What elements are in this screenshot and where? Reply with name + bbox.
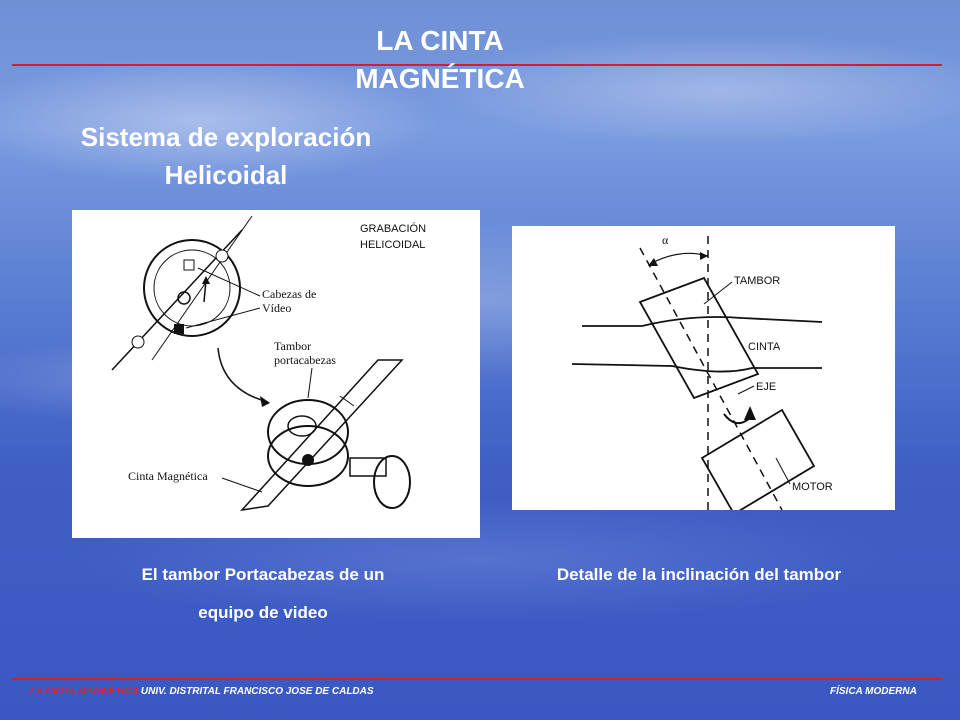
tape-perspective xyxy=(240,359,404,512)
label-cabezas-line1: Cabezas de xyxy=(262,287,316,301)
label-motor: MOTOR xyxy=(792,481,833,493)
left-caption: El tambor Portacabezas de un equipo de v… xyxy=(90,556,436,632)
leader-tambor xyxy=(307,367,313,399)
video-head-bottom xyxy=(174,324,184,334)
footer-university: UNIV. DISTRITAL FRANCISCO JOSE DE CALDAS xyxy=(140,686,374,697)
tape-line-top-b xyxy=(151,215,253,361)
label-cabezas-line2: Vídeo xyxy=(262,301,291,315)
motor-body xyxy=(373,455,411,509)
drum-perspective-hub xyxy=(287,415,317,437)
slide-title-line2: MAGNÉTICA xyxy=(355,63,525,94)
label-cinta: CINTA xyxy=(748,341,781,353)
diagram-header-line1: GRABACIÓN xyxy=(360,222,426,235)
left-caption-line2: equipo de video xyxy=(198,603,328,622)
label-cinta-magnetica: Cinta Magnética xyxy=(128,469,208,483)
left-caption-line1: El tambor Portacabezas de un xyxy=(141,565,385,584)
label-tambor: TAMBOR xyxy=(734,275,780,287)
inclined-axis xyxy=(639,247,783,510)
slide-title-line1: LA CINTA xyxy=(376,25,504,56)
helical-recording-diagram: GRABACIÓN HELICOIDAL Cabezas de Vídeo Ta… xyxy=(72,210,480,538)
rotation-arc-head xyxy=(744,406,756,420)
guide-roller-bottom xyxy=(131,335,145,349)
drum-inclination-diagram: α TAMBOR CINTA EJE MOTOR xyxy=(512,226,895,510)
top-red-rule xyxy=(12,64,942,66)
angle-arrow-left xyxy=(648,258,658,266)
leader-motor xyxy=(775,457,791,485)
transition-arrow xyxy=(217,347,269,403)
drum-inclination-drawing: α TAMBOR CINTA EJE MOTOR xyxy=(571,233,833,510)
drum-perspective-body xyxy=(267,425,349,487)
slide-subtitle: Sistema de exploración Helicoidal xyxy=(40,118,412,194)
drum-perspective-head xyxy=(302,454,314,466)
label-eje: EJE xyxy=(756,381,776,393)
diagram-header-line2: HELICOIDAL xyxy=(360,239,425,251)
video-head-top xyxy=(183,259,195,271)
drum-rectangle xyxy=(638,276,760,400)
leader-eje xyxy=(737,385,755,395)
tape-upper-edge xyxy=(582,316,823,327)
slide-subtitle-line1: Sistema de exploración xyxy=(80,122,372,152)
label-tambor-line2: portacabezas xyxy=(274,353,336,367)
helical-recording-drawing: GRABACIÓN HELICOIDAL Cabezas de Vídeo Ta… xyxy=(111,215,426,512)
label-tambor-line1: Tambor xyxy=(274,339,311,353)
leader-cabezas-bottom xyxy=(185,307,261,329)
leader-cinta xyxy=(221,477,263,493)
slide-subtitle-line2: Helicoidal xyxy=(164,160,288,190)
slide-title: LA CINTA MAGNÉTICA xyxy=(300,22,580,98)
footer-left: LA CINTA MAGNÉTICA UNIV. DISTRITAL FRANC… xyxy=(30,686,374,697)
right-caption: Detalle de la inclinación del tambor xyxy=(556,565,842,584)
angle-arc xyxy=(649,252,709,265)
footer-course: FÍSICA MODERNA xyxy=(830,686,917,697)
tape-guide-mark xyxy=(339,395,355,407)
footer-topic: LA CINTA MAGNÉTICA xyxy=(30,686,139,697)
rotation-arrowhead xyxy=(202,276,210,284)
leader-cabezas-top xyxy=(197,267,261,297)
drum-top-view xyxy=(143,239,241,337)
guide-roller-top xyxy=(215,249,229,263)
label-alpha: α xyxy=(662,233,669,247)
bottom-red-rule xyxy=(12,678,942,680)
tape-lower-edge xyxy=(571,363,822,373)
motor-rectangle xyxy=(700,408,816,510)
transition-arrowhead xyxy=(260,396,270,407)
angle-arrow-right xyxy=(700,252,708,260)
leader-tambor xyxy=(703,281,733,305)
motor-shaft xyxy=(349,457,387,477)
